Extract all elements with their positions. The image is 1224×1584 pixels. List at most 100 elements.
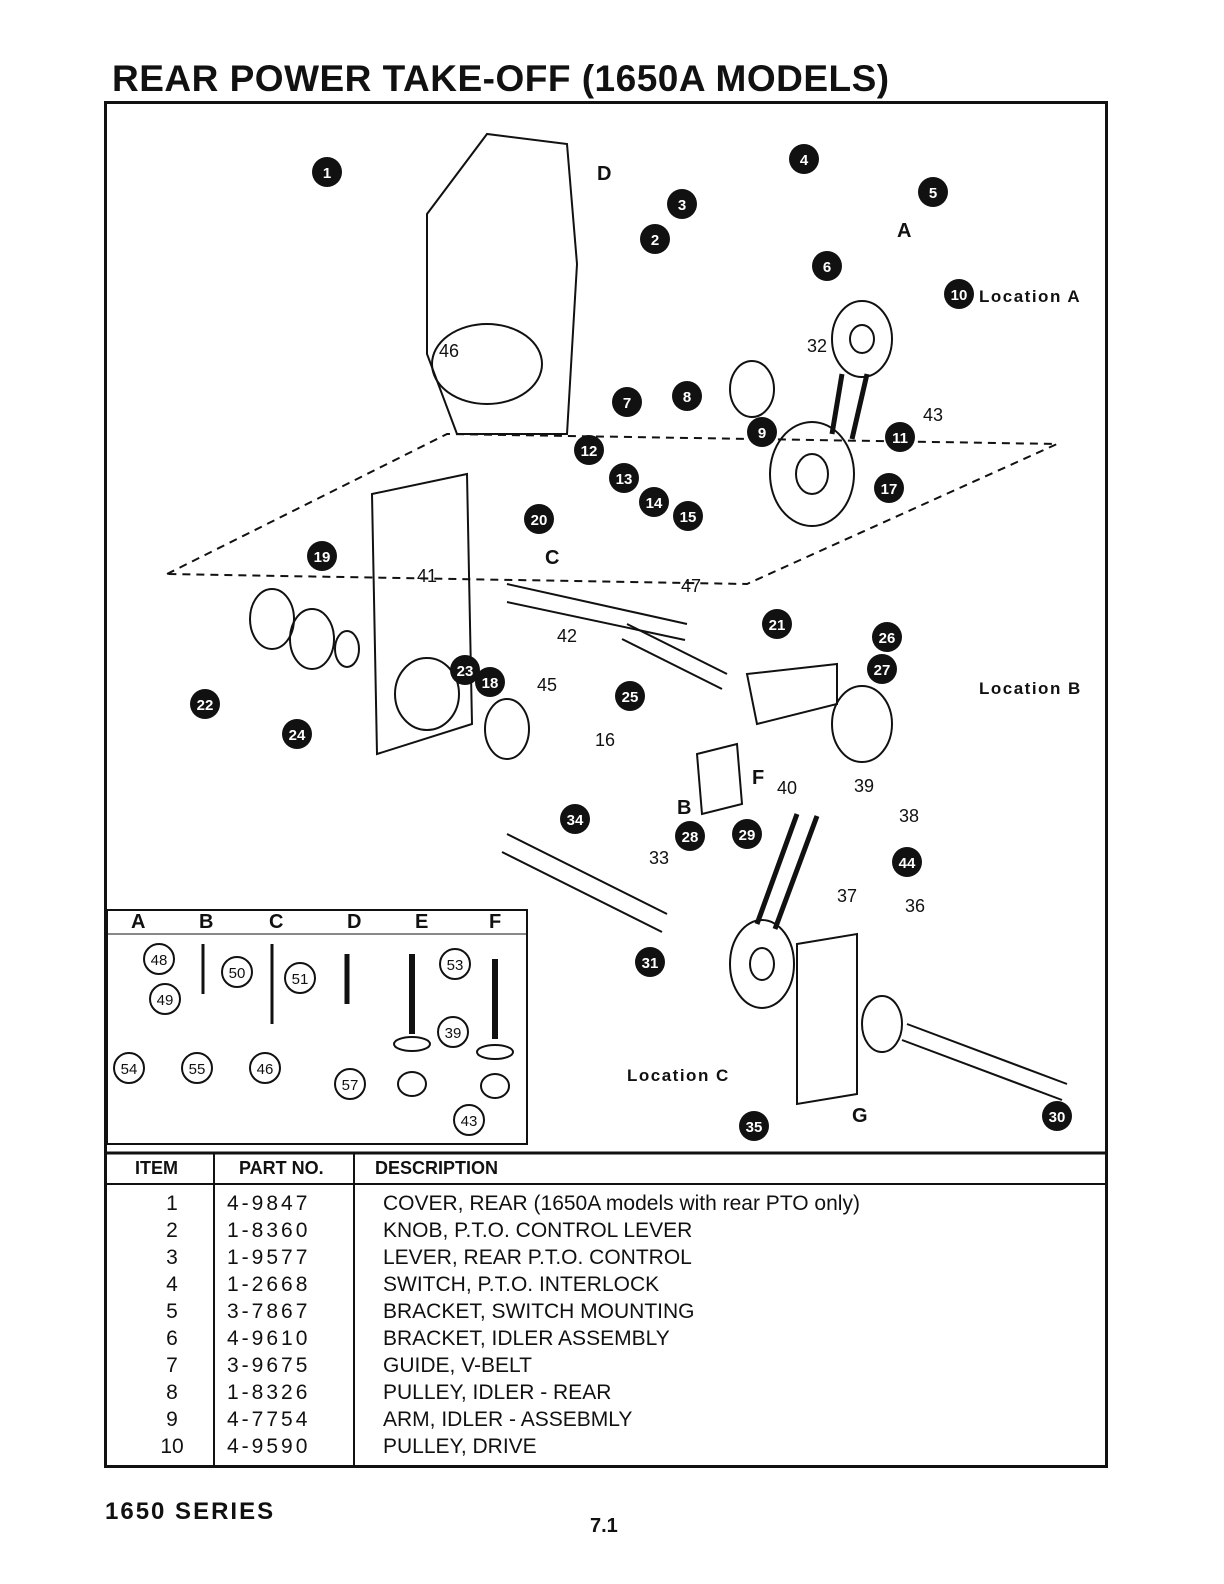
inset-callout-53-marker (439, 948, 471, 980)
rear-cover-part (426, 132, 579, 435)
callout-8-marker (672, 381, 702, 411)
cell-item: 2 (166, 1219, 178, 1242)
callout-43: 43 (923, 405, 943, 425)
callout-20: 20 (531, 512, 548, 529)
callout-14-marker (639, 487, 669, 517)
callout-6-marker (812, 251, 842, 281)
callout-20-marker (524, 504, 554, 534)
callout-30-marker (1042, 1101, 1072, 1131)
cell-part: 3-7867 (227, 1300, 311, 1323)
callout-31-marker (635, 947, 665, 977)
cell-description: GUIDE, V-BELT (383, 1354, 532, 1377)
inset-callout-49-marker (149, 983, 181, 1015)
drive-pulley-b (831, 685, 893, 763)
callout-16: 16 (595, 730, 615, 750)
callout-19-marker (307, 541, 337, 571)
inset-callout-49: 49 (157, 992, 174, 1009)
cell-item: 9 (166, 1408, 178, 1431)
cell-part: 4-7754 (227, 1408, 311, 1431)
callout-25-marker (615, 681, 645, 711)
cell-item: 4 (166, 1273, 178, 1296)
callout-15: 15 (680, 509, 697, 526)
header-description: DESCRIPTION (375, 1158, 499, 1178)
callout-26: 26 (879, 630, 896, 647)
cell-description: PULLEY, DRIVE (383, 1435, 537, 1458)
inset-column-f: F (489, 911, 501, 933)
cell-description: ARM, IDLER - ASSEBMLY (383, 1408, 633, 1431)
inset-callout-48-marker (143, 943, 175, 975)
callout-42: 42 (557, 626, 577, 646)
inset-column-b: B (199, 911, 213, 933)
page-number: 7.1 (590, 1515, 618, 1537)
callout-33: 33 (649, 848, 669, 868)
cell-part: 3-9675 (227, 1354, 311, 1377)
inset-callout-48: 48 (151, 952, 168, 969)
inset-callout-43-marker (453, 1104, 485, 1136)
table-rules (107, 1151, 1105, 1465)
inset-callout-53: 53 (447, 957, 464, 974)
inset-callout-50-marker (221, 956, 253, 988)
callout-11: 11 (892, 430, 908, 447)
callout-7: 7 (623, 395, 631, 412)
callout-44-marker (892, 847, 922, 877)
callout-24-marker (282, 719, 312, 749)
callout-2-marker (640, 224, 670, 254)
callout-22-marker (190, 689, 220, 719)
callout-44: 44 (899, 855, 916, 872)
callout-18-marker (475, 667, 505, 697)
cell-description: PULLEY, IDLER - REAR (383, 1381, 612, 1404)
header-part-no: PART NO. (239, 1158, 324, 1178)
inset-column-c: C (269, 911, 283, 933)
callout-5: 5 (929, 185, 937, 202)
callout-18: 18 (482, 675, 499, 692)
inset-column-a: A (131, 911, 145, 933)
callout-17: 17 (881, 481, 898, 498)
callout-8: 8 (683, 389, 691, 406)
callout-29: 29 (739, 827, 756, 844)
inset-callout-43: 43 (461, 1113, 478, 1130)
cell-item: 10 (160, 1435, 184, 1458)
callout-30: 30 (1049, 1109, 1066, 1126)
splined-shaft (501, 833, 668, 933)
callout-7-marker (612, 387, 642, 417)
callout-3: 3 (678, 197, 686, 214)
drive-pulley-c (729, 919, 795, 1009)
callout-4-marker (789, 144, 819, 174)
cell-item: 5 (166, 1300, 178, 1323)
idler-pulley (729, 360, 775, 418)
callout-25: 25 (622, 689, 639, 706)
callout-19: 19 (314, 549, 331, 566)
callout-32: 32 (807, 336, 827, 356)
bracket-f (695, 742, 744, 816)
cell-item: 8 (166, 1381, 178, 1404)
cell-part: 1-8360 (227, 1219, 311, 1242)
inset-callout-57-marker (334, 1068, 366, 1100)
inset-callout-51-marker (284, 962, 316, 994)
v-belt-upper (829, 373, 870, 440)
cell-item: 3 (166, 1246, 178, 1269)
reference-letter-d: D (597, 163, 611, 185)
callout-10: 10 (951, 287, 968, 304)
callout-40: 40 (777, 778, 797, 798)
callout-1: 1 (323, 165, 331, 182)
callout-47: 47 (681, 576, 701, 596)
callout-1-marker (312, 157, 342, 187)
callout-35: 35 (746, 1119, 763, 1136)
reference-letter-f: F (752, 767, 764, 789)
inset-callout-55: 55 (189, 1061, 206, 1078)
inset-callout-57: 57 (342, 1077, 359, 1094)
cell-description: BRACKET, SWITCH MOUNTING (383, 1300, 695, 1323)
callout-4: 4 (800, 152, 809, 169)
shaft-mid (621, 623, 728, 690)
table-row: 9 4-7754 ARM, IDLER - ASSEBMLY (107, 1408, 1105, 1435)
callout-5-marker (918, 177, 948, 207)
inset-callout-55-marker (181, 1052, 213, 1084)
cell-description: COVER, REAR (1650A models with rear PTO … (383, 1192, 860, 1215)
